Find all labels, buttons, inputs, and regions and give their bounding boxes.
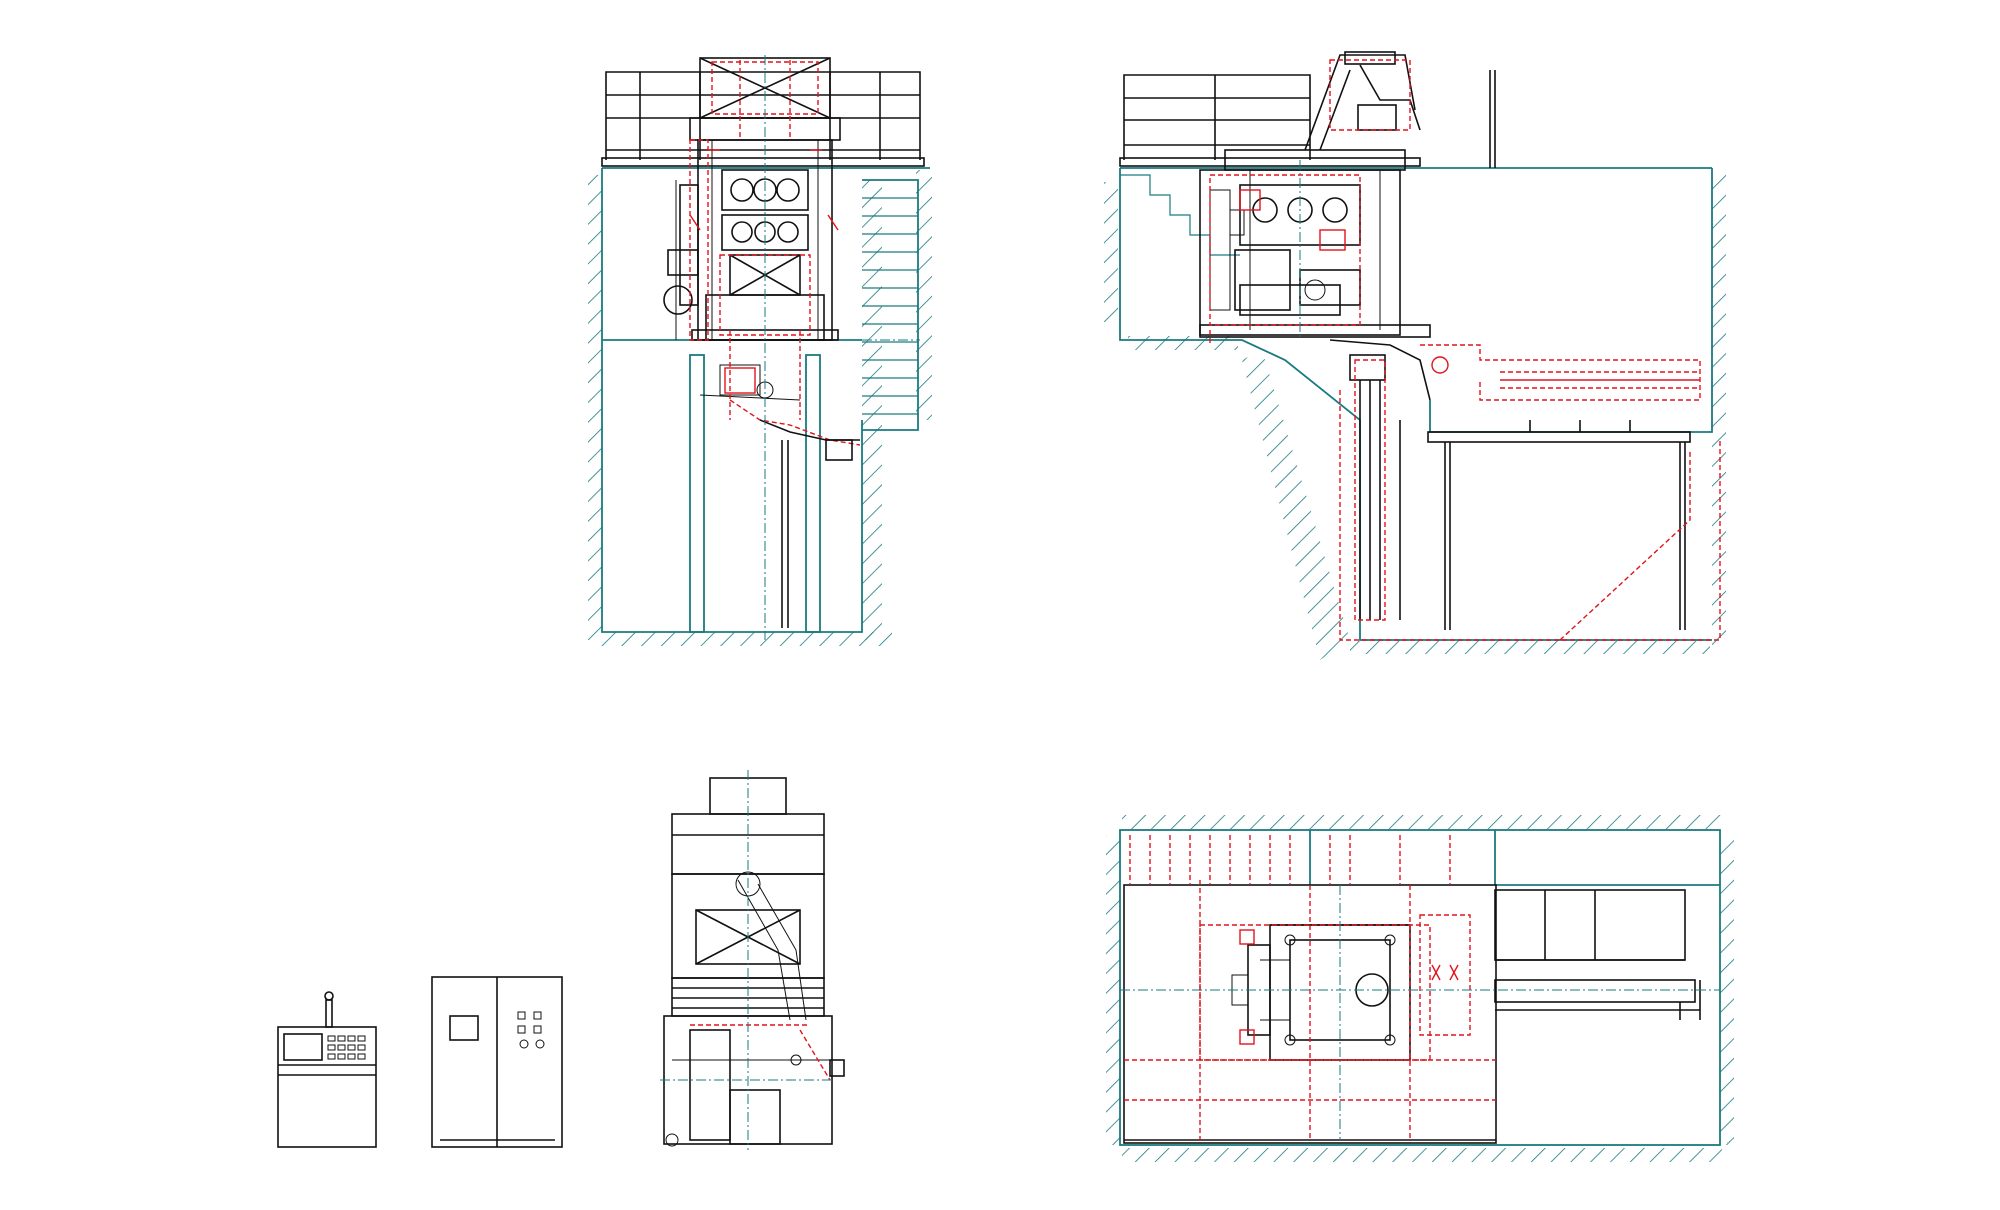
cabinet-controls xyxy=(517,1011,545,1049)
plan-table xyxy=(1494,889,1701,1020)
front-machine-detail xyxy=(675,140,819,401)
side-machine-frame xyxy=(1199,149,1431,338)
side-pit-outline-right xyxy=(1429,168,1713,433)
side-discharge-conveyor xyxy=(1329,339,1431,620)
operator-panel-buttons xyxy=(327,1035,366,1060)
side-hidden-lines xyxy=(1209,59,1721,641)
plan-view xyxy=(1106,815,1734,1162)
side-platform-table xyxy=(1427,420,1691,630)
mill-hidden-lines xyxy=(690,1024,831,1081)
front-pit-outline xyxy=(601,168,863,633)
plan-top-ground-hatch xyxy=(1122,815,1722,829)
side-handrail xyxy=(1119,70,1496,168)
operator-control-panel xyxy=(277,991,377,1148)
side-upper-ground-hatch xyxy=(1128,336,1238,350)
plan-pit-outline xyxy=(1119,829,1721,1146)
front-bottom-ground-hatch xyxy=(600,632,892,646)
electrical-cabinet xyxy=(431,976,563,1148)
plan-hidden-lines xyxy=(1124,835,1496,1140)
side-bottom-ground-hatch xyxy=(1350,640,1710,654)
side-right-upper-hatch xyxy=(1712,170,1726,430)
plan-bottom-ground-hatch xyxy=(1122,1148,1722,1162)
front-right-ground-hatch xyxy=(862,180,882,640)
plan-left-ground-hatch xyxy=(1106,835,1120,1145)
side-hidden-marks xyxy=(1239,189,1700,381)
front-left-ground-hatch xyxy=(588,175,602,640)
front-stair-treads xyxy=(862,197,918,415)
front-support-columns xyxy=(689,354,821,633)
side-left-ground-hatch xyxy=(1104,182,1118,322)
side-right-lower-hatch xyxy=(1712,430,1726,645)
plan-hidden-marks xyxy=(1239,929,1459,1045)
plan-machine xyxy=(1247,924,1411,1061)
side-machine-detail xyxy=(1209,170,1381,330)
front-chute xyxy=(759,419,860,628)
mill-machine-elevation xyxy=(663,777,845,1145)
front-stair-hatch xyxy=(916,170,932,420)
front-hidden-marks xyxy=(689,149,839,394)
side-slope-hatch xyxy=(1242,350,1350,660)
side-crane xyxy=(1304,51,1421,151)
side-elevation-view xyxy=(1104,51,1726,660)
mill-machine-detail xyxy=(665,871,832,1147)
front-handrail xyxy=(601,71,925,167)
control-equipment-view xyxy=(277,770,845,1150)
front-stair-outline xyxy=(862,179,919,431)
front-elevation-view xyxy=(588,55,932,646)
plan-right-ground-hatch xyxy=(1720,835,1734,1145)
side-stairs xyxy=(1120,174,1240,256)
